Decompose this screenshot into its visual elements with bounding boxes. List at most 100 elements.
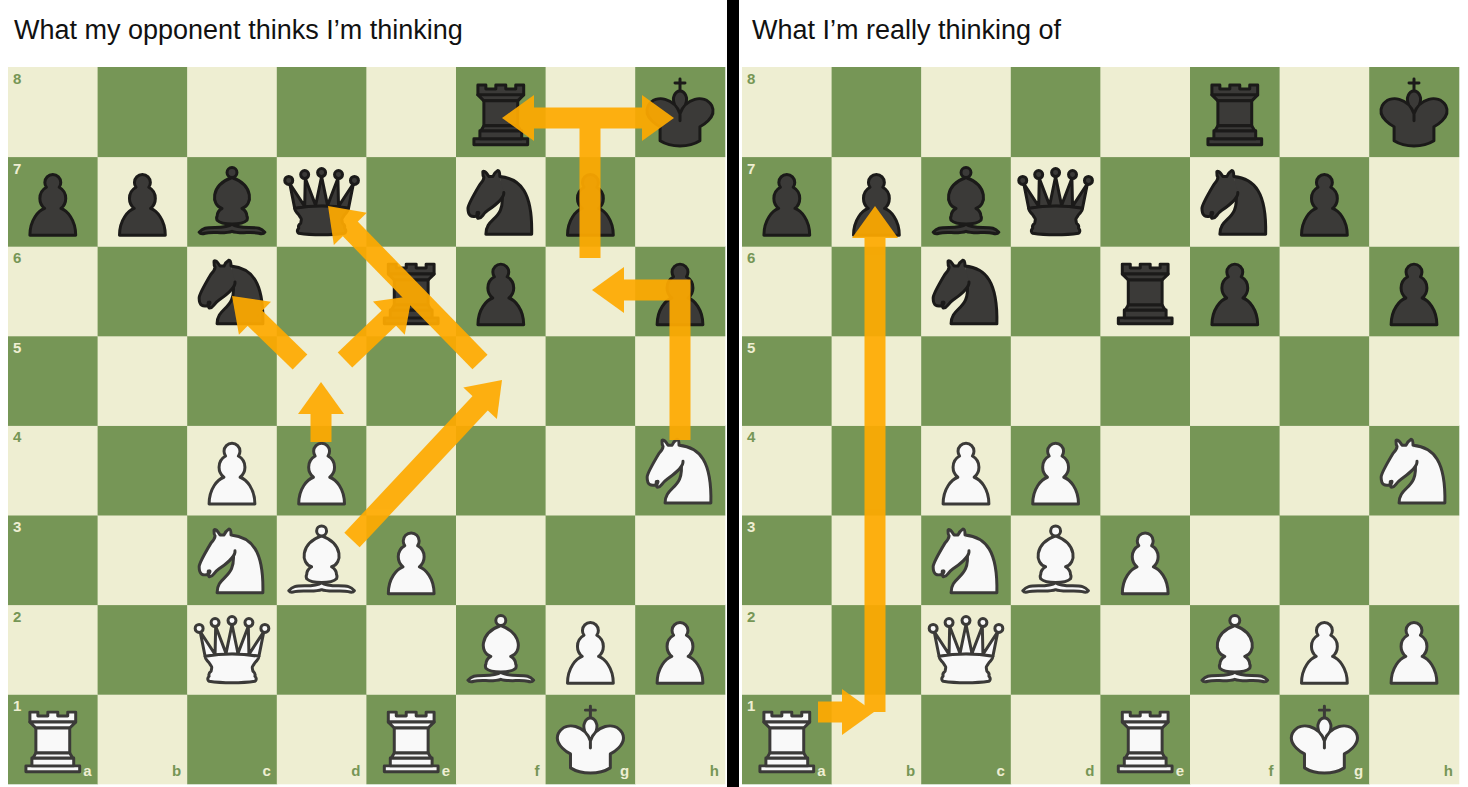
rank-coordinate: 2 xyxy=(13,609,21,626)
chess-piece xyxy=(1023,526,1089,592)
chess-piece xyxy=(1122,533,1168,594)
arrow-head xyxy=(852,206,898,238)
board-square xyxy=(1280,67,1370,157)
board-square xyxy=(98,67,188,157)
board-square xyxy=(1280,694,1370,784)
file-coordinate: g xyxy=(1354,763,1363,780)
board-square xyxy=(635,605,725,695)
rank-coordinate: 3 xyxy=(13,519,21,536)
board-square xyxy=(742,67,832,157)
board-square xyxy=(1100,246,1190,336)
piece-shape xyxy=(33,753,73,758)
chess-piece xyxy=(1202,171,1266,235)
piece-shape xyxy=(1084,177,1092,185)
panel-heading: What my opponent thinks I’m thinking xyxy=(14,16,463,46)
piece-shape xyxy=(350,177,358,185)
board-square xyxy=(187,694,277,784)
chess-piece xyxy=(384,712,438,772)
piece-shape xyxy=(1019,177,1027,185)
piece-shape xyxy=(214,178,249,225)
board-square xyxy=(1100,605,1190,695)
board-square xyxy=(742,336,832,426)
file-coordinate: h xyxy=(710,763,719,780)
board-square xyxy=(366,694,456,784)
chess-piece xyxy=(943,443,989,504)
board-square xyxy=(98,157,188,247)
piece-shape xyxy=(388,712,434,722)
chess-piece xyxy=(760,712,814,772)
piece-shape xyxy=(934,625,998,657)
piece-shape xyxy=(1391,264,1437,325)
board-square xyxy=(456,694,546,784)
board-square xyxy=(98,425,188,515)
board-square xyxy=(1369,694,1459,784)
board-square xyxy=(742,425,832,515)
arrow-shaft xyxy=(532,108,590,129)
board-square xyxy=(1190,157,1280,247)
board-square xyxy=(187,67,277,157)
board-square xyxy=(366,605,456,695)
file-coordinate: b xyxy=(172,763,181,780)
piece-shape xyxy=(1409,79,1419,90)
rank-coordinate: 5 xyxy=(747,340,755,357)
piece-shape xyxy=(585,706,595,717)
board-square xyxy=(456,157,546,247)
file-coordinate: c xyxy=(262,763,270,780)
piece-shape xyxy=(1230,616,1240,626)
board-square xyxy=(546,605,636,695)
chess-piece xyxy=(933,260,997,324)
board-square xyxy=(742,157,832,247)
rank-coordinate: 6 xyxy=(747,250,755,267)
board-square xyxy=(8,157,98,247)
file-coordinate: d xyxy=(1085,763,1094,780)
piece-shape xyxy=(979,619,987,627)
chess-piece xyxy=(1381,79,1447,146)
chess-piece xyxy=(929,617,1003,683)
piece-shape xyxy=(1125,305,1165,310)
board-square xyxy=(187,605,277,695)
board-square xyxy=(1190,515,1280,605)
chess-piece xyxy=(1202,616,1268,682)
piece-shape xyxy=(1052,169,1060,177)
piece-shape xyxy=(200,625,264,657)
chess-piece xyxy=(1391,623,1437,684)
piece-shape xyxy=(1125,753,1165,758)
rank-coordinate: 4 xyxy=(13,429,21,446)
rank-coordinate: 7 xyxy=(13,161,21,178)
file-coordinate: f xyxy=(1269,763,1274,780)
piece-shape xyxy=(1023,583,1089,593)
piece-shape xyxy=(388,533,434,594)
piece-shape xyxy=(285,177,293,185)
rank-coordinate: 8 xyxy=(747,71,755,88)
board-square xyxy=(456,605,546,695)
piece-shape xyxy=(289,583,355,593)
divider-bar xyxy=(727,0,739,787)
piece-shape xyxy=(30,175,76,236)
arrow-shaft xyxy=(818,702,844,723)
chess-piece xyxy=(1391,264,1437,325)
panel-heading: What I’m really thinking of xyxy=(752,16,1061,46)
piece-shape xyxy=(301,171,309,179)
board-square xyxy=(187,336,277,426)
arrow-shaft xyxy=(580,108,601,258)
piece-shape xyxy=(770,728,804,753)
piece-shape xyxy=(335,171,343,179)
arrow-shaft xyxy=(311,412,332,442)
board-square xyxy=(8,425,98,515)
board-square xyxy=(187,425,277,515)
piece-shape xyxy=(764,712,810,722)
piece-shape xyxy=(391,753,431,758)
board-square xyxy=(1100,157,1190,247)
board-square xyxy=(8,336,98,426)
chess-piece xyxy=(1291,706,1357,773)
arrow-shaft xyxy=(590,108,644,129)
piece-shape xyxy=(228,617,236,625)
piece-shape xyxy=(1128,728,1162,753)
file-coordinate: f xyxy=(535,763,540,780)
board-square xyxy=(546,515,636,605)
rank-coordinate: 4 xyxy=(747,429,755,446)
board-square xyxy=(8,694,98,784)
board-square xyxy=(1280,515,1370,605)
board-square xyxy=(1011,425,1101,515)
board-square xyxy=(1280,157,1370,247)
